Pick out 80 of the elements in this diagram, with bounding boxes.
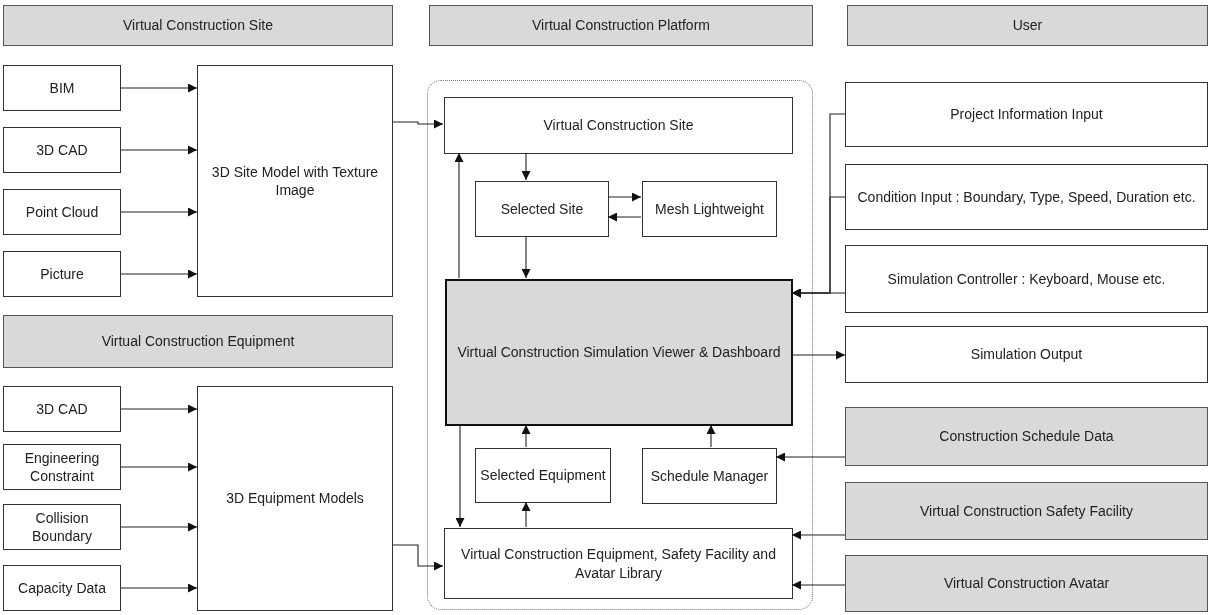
box-label: Mesh Lightweight (654, 199, 765, 219)
process-box (642, 181, 777, 237)
arrow (120, 522, 198, 532)
box-label: 3D CAD (35, 140, 89, 160)
box-label: Construction Schedule Data (938, 427, 1115, 446)
process-box (845, 326, 1208, 383)
arrow (607, 212, 642, 222)
arrow (454, 152, 464, 279)
arrow (791, 288, 846, 298)
header-box (429, 5, 813, 46)
arrow (120, 462, 198, 472)
arrow (706, 424, 716, 448)
header-box (845, 407, 1208, 466)
box-label: Selected Site (499, 199, 585, 219)
arrow (120, 207, 198, 217)
box-label: Virtual Construction Simulation Viewer & Dashboard (456, 343, 782, 362)
arrow (521, 424, 531, 448)
arrow (120, 83, 198, 93)
box-label: 3D Site Model with Texture Image (210, 162, 380, 200)
arrow (392, 544, 444, 571)
box-label: Collision Boundary (31, 508, 93, 546)
header-box (845, 482, 1208, 540)
process-box (3, 251, 121, 297)
arrow (120, 583, 198, 593)
box-label: Virtual Construction Equipment, Safety Facility and Avatar Library (460, 545, 777, 582)
arrow (775, 452, 846, 462)
process-box (197, 65, 393, 297)
box-label: Project Information Input (949, 105, 1104, 124)
box-label: Schedule Manager (649, 466, 770, 486)
process-box (475, 448, 611, 503)
process-box (3, 189, 121, 235)
header-box (3, 315, 393, 368)
box-label: Virtual Construction Site (542, 116, 695, 135)
box-label: Engineering Constraint (23, 448, 101, 486)
box-label: Virtual Construction Safety Facility (919, 501, 1134, 521)
header-box (847, 5, 1208, 46)
process-box (197, 386, 393, 611)
box-label: BIM (48, 78, 76, 98)
arrow (455, 424, 465, 528)
process-box (444, 528, 793, 599)
arrow (120, 404, 198, 414)
box-label: Point Cloud (24, 202, 100, 222)
arrow (521, 152, 531, 181)
process-box (3, 386, 121, 432)
process-box (845, 82, 1208, 147)
arrow (791, 350, 846, 360)
box-label: Picture (39, 264, 85, 284)
arrow (607, 192, 642, 202)
process-box (475, 181, 609, 237)
process-box (3, 565, 121, 611)
box-label: Virtual Construction Platform (531, 16, 711, 35)
process-box (3, 504, 121, 550)
box-label: Selected Equipment (479, 466, 607, 485)
process-box (3, 127, 121, 173)
box-label: Capacity Data (17, 578, 107, 598)
box-label: User (1011, 16, 1044, 35)
box-label: Virtual Construction Equipment (100, 332, 296, 351)
box-label: 3D Equipment Models (225, 489, 365, 508)
arrow (120, 269, 198, 279)
process-box (845, 245, 1208, 313)
process-box (444, 97, 793, 154)
process-box (445, 279, 793, 426)
arrow (521, 235, 531, 279)
box-label: Simulation Controller : Keyboard, Mouse etc. (886, 269, 1167, 289)
box-label: Simulation Output (969, 345, 1084, 364)
arrow (120, 145, 198, 155)
arrow (791, 580, 846, 590)
box-label: Virtual Construction Site (122, 16, 274, 35)
arrow (521, 501, 531, 528)
process-box (642, 448, 777, 504)
process-box (845, 164, 1208, 230)
box-label: 3D CAD (35, 399, 89, 419)
header-box (845, 555, 1208, 612)
process-box (3, 65, 121, 111)
arrow (392, 119, 444, 129)
header-box (3, 5, 393, 46)
process-box (3, 444, 121, 490)
box-label: Virtual Construction Avatar (942, 574, 1111, 593)
box-label: Condition Input : Boundary, Type, Speed, Duration etc. (856, 187, 1197, 207)
arrow (791, 530, 846, 540)
